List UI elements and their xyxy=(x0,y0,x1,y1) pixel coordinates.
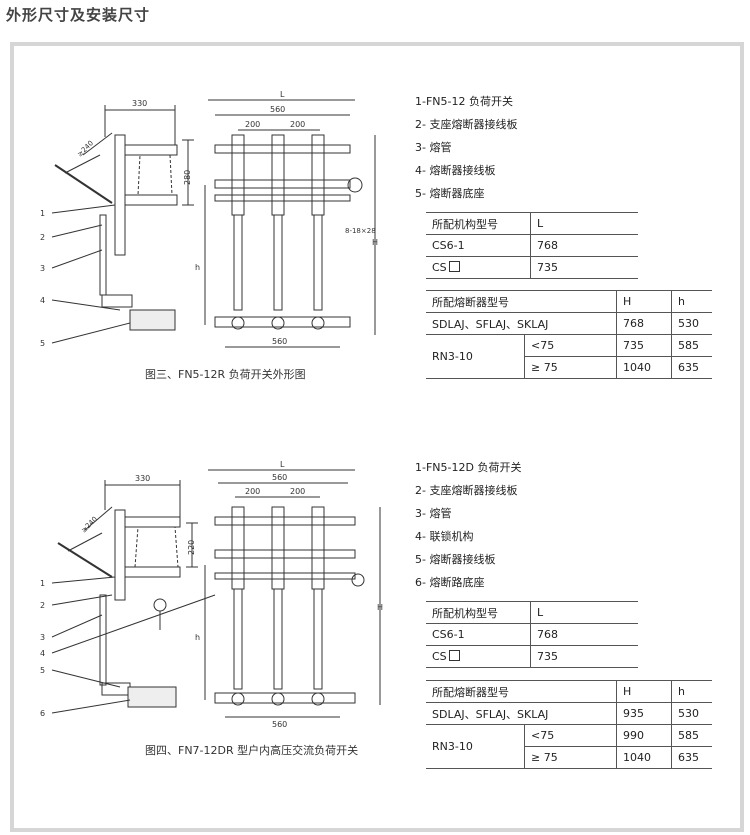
fig2-dim-240: ≥240 xyxy=(80,515,99,534)
fig2-dim-330: 330 xyxy=(135,474,150,483)
svg-text:1: 1 xyxy=(40,209,45,218)
legend-item: 4- 联锁机构 xyxy=(415,530,474,543)
fig2-dim-220: 220 xyxy=(187,540,196,555)
fig2-dim-h: h xyxy=(195,633,200,642)
table-row: RN3-10 <75 990 585 xyxy=(426,724,712,769)
fig1-dim-h: h xyxy=(195,263,200,272)
fig1-side-view: 330 ≥240 280 xyxy=(54,99,194,331)
legend-item: 3- 熔管 xyxy=(415,507,452,520)
legend-item: 2- 支座熔断器接线板 xyxy=(415,484,518,497)
fig2-callouts: 1 2 3 4 5 6 xyxy=(40,576,216,718)
table-header: h xyxy=(670,680,712,703)
table-row: CS 735 xyxy=(426,256,638,279)
fig1-dim-H: H xyxy=(372,238,378,247)
table-row: ≥ 75 1040 635 xyxy=(426,356,712,379)
figure2-mechanism-table: 所配机构型号 L CS6-1 768 CS 735 xyxy=(426,601,638,668)
table-row: SDLAJ、SFLAJ、SKLAJ 768 530 xyxy=(426,312,712,335)
fig2-dim-L: L xyxy=(280,460,285,469)
table-header: H xyxy=(615,290,672,313)
fig2-side-view: 330 ≥240 220 xyxy=(57,474,198,708)
fig2-dim-560-top: 560 xyxy=(272,473,287,482)
figure2-caption: 图四、FN7-12DR 型户内高压交流负荷开关 xyxy=(145,744,359,757)
table-header: 所配机构型号 xyxy=(426,601,531,624)
svg-text:4: 4 xyxy=(40,296,45,305)
table-row: CS6-1 768 xyxy=(426,623,638,646)
fig2-dim-200-a: 200 xyxy=(245,487,260,496)
fig1-dim-hole: 8-18×28 xyxy=(345,227,376,235)
fig2-dim-H: H xyxy=(377,603,383,612)
figure1-legend: 1-FN5-12 负荷开关 2- 支座熔断器接线板 3- 熔管 4- 熔断器接线… xyxy=(415,90,517,205)
table-header: 所配熔断器型号 xyxy=(426,290,617,313)
table-header: h xyxy=(670,290,712,313)
svg-text:6: 6 xyxy=(40,709,45,718)
page-title: 外形尺寸及安装尺寸 xyxy=(6,6,151,24)
legend-item: 5- 熔断器底座 xyxy=(415,187,485,200)
svg-text:2: 2 xyxy=(40,601,45,610)
table-row: CS 735 xyxy=(426,645,638,668)
fig1-dim-560-top: 560 xyxy=(270,105,285,114)
legend-item: 1-FN5-12 负荷开关 xyxy=(415,95,513,108)
legend-item: 1-FN5-12D 负荷开关 xyxy=(415,461,522,474)
legend-item: 5- 熔断器接线板 xyxy=(415,553,496,566)
legend-item: 4- 熔断器接线板 xyxy=(415,164,496,177)
table-row: ≥ 75 1040 635 xyxy=(426,746,712,769)
table-header: L xyxy=(530,601,638,624)
fig1-dim-200-b: 200 xyxy=(290,120,305,129)
svg-text:2: 2 xyxy=(40,233,45,242)
table-row: RN3-10 <75 735 585 xyxy=(426,334,712,379)
table-header: H xyxy=(615,680,672,703)
table-row: SDLAJ、SFLAJ、SKLAJ 935 530 xyxy=(426,702,712,725)
checkbox-icon xyxy=(448,261,460,272)
fig1-dim-280: 280 xyxy=(183,170,192,185)
svg-text:1: 1 xyxy=(40,579,45,588)
table-header: 所配熔断器型号 xyxy=(426,680,617,703)
figure2-drawing: 330 ≥240 220 1 2 3 4 5 6 L 560 200 200 xyxy=(20,455,410,730)
fig1-front-view: L 560 200 200 560 H h 8-18×28 xyxy=(195,90,378,348)
fig2-dim-560-bottom: 560 xyxy=(272,720,287,729)
figure1-fuse-table: 所配熔断器型号 H h SDLAJ、SFLAJ、SKLAJ 768 530 RN… xyxy=(426,290,712,379)
fig2-front-view: L 560 200 200 560 H h xyxy=(195,460,383,729)
checkbox-icon xyxy=(448,650,460,661)
fig1-dim-330: 330 xyxy=(132,99,147,108)
svg-text:5: 5 xyxy=(40,666,45,675)
figure2-legend: 1-FN5-12D 负荷开关 2- 支座熔断器接线板 3- 熔管 4- 联锁机构… xyxy=(415,456,521,594)
fig1-dim-L: L xyxy=(280,90,285,99)
fig1-dim-200-a: 200 xyxy=(245,120,260,129)
svg-text:4: 4 xyxy=(40,649,45,658)
fig1-callouts: 1 2 3 4 5 xyxy=(40,204,131,348)
table-header: L xyxy=(530,212,638,235)
svg-text:3: 3 xyxy=(40,633,45,642)
figure1-drawing: 330 ≥240 280 1 2 3 4 5 L 560 200 200 xyxy=(20,85,410,355)
legend-item: 6- 熔断路底座 xyxy=(415,576,485,589)
table-row: CS6-1 768 xyxy=(426,234,638,257)
legend-item: 3- 熔管 xyxy=(415,141,452,154)
figure1-mechanism-table: 所配机构型号 L CS6-1 768 CS 735 xyxy=(426,212,638,279)
legend-item: 2- 支座熔断器接线板 xyxy=(415,118,518,131)
figure2-fuse-table: 所配熔断器型号 H h SDLAJ、SFLAJ、SKLAJ 935 530 RN… xyxy=(426,680,712,769)
fig1-dim-560-bottom: 560 xyxy=(272,337,287,346)
figure1-caption: 图三、FN5-12R 负荷开关外形图 xyxy=(145,368,306,381)
table-header: 所配机构型号 xyxy=(426,212,531,235)
fig1-dim-240: ≥240 xyxy=(76,139,95,158)
svg-text:3: 3 xyxy=(40,264,45,273)
fig2-dim-200-b: 200 xyxy=(290,487,305,496)
svg-text:5: 5 xyxy=(40,339,45,348)
